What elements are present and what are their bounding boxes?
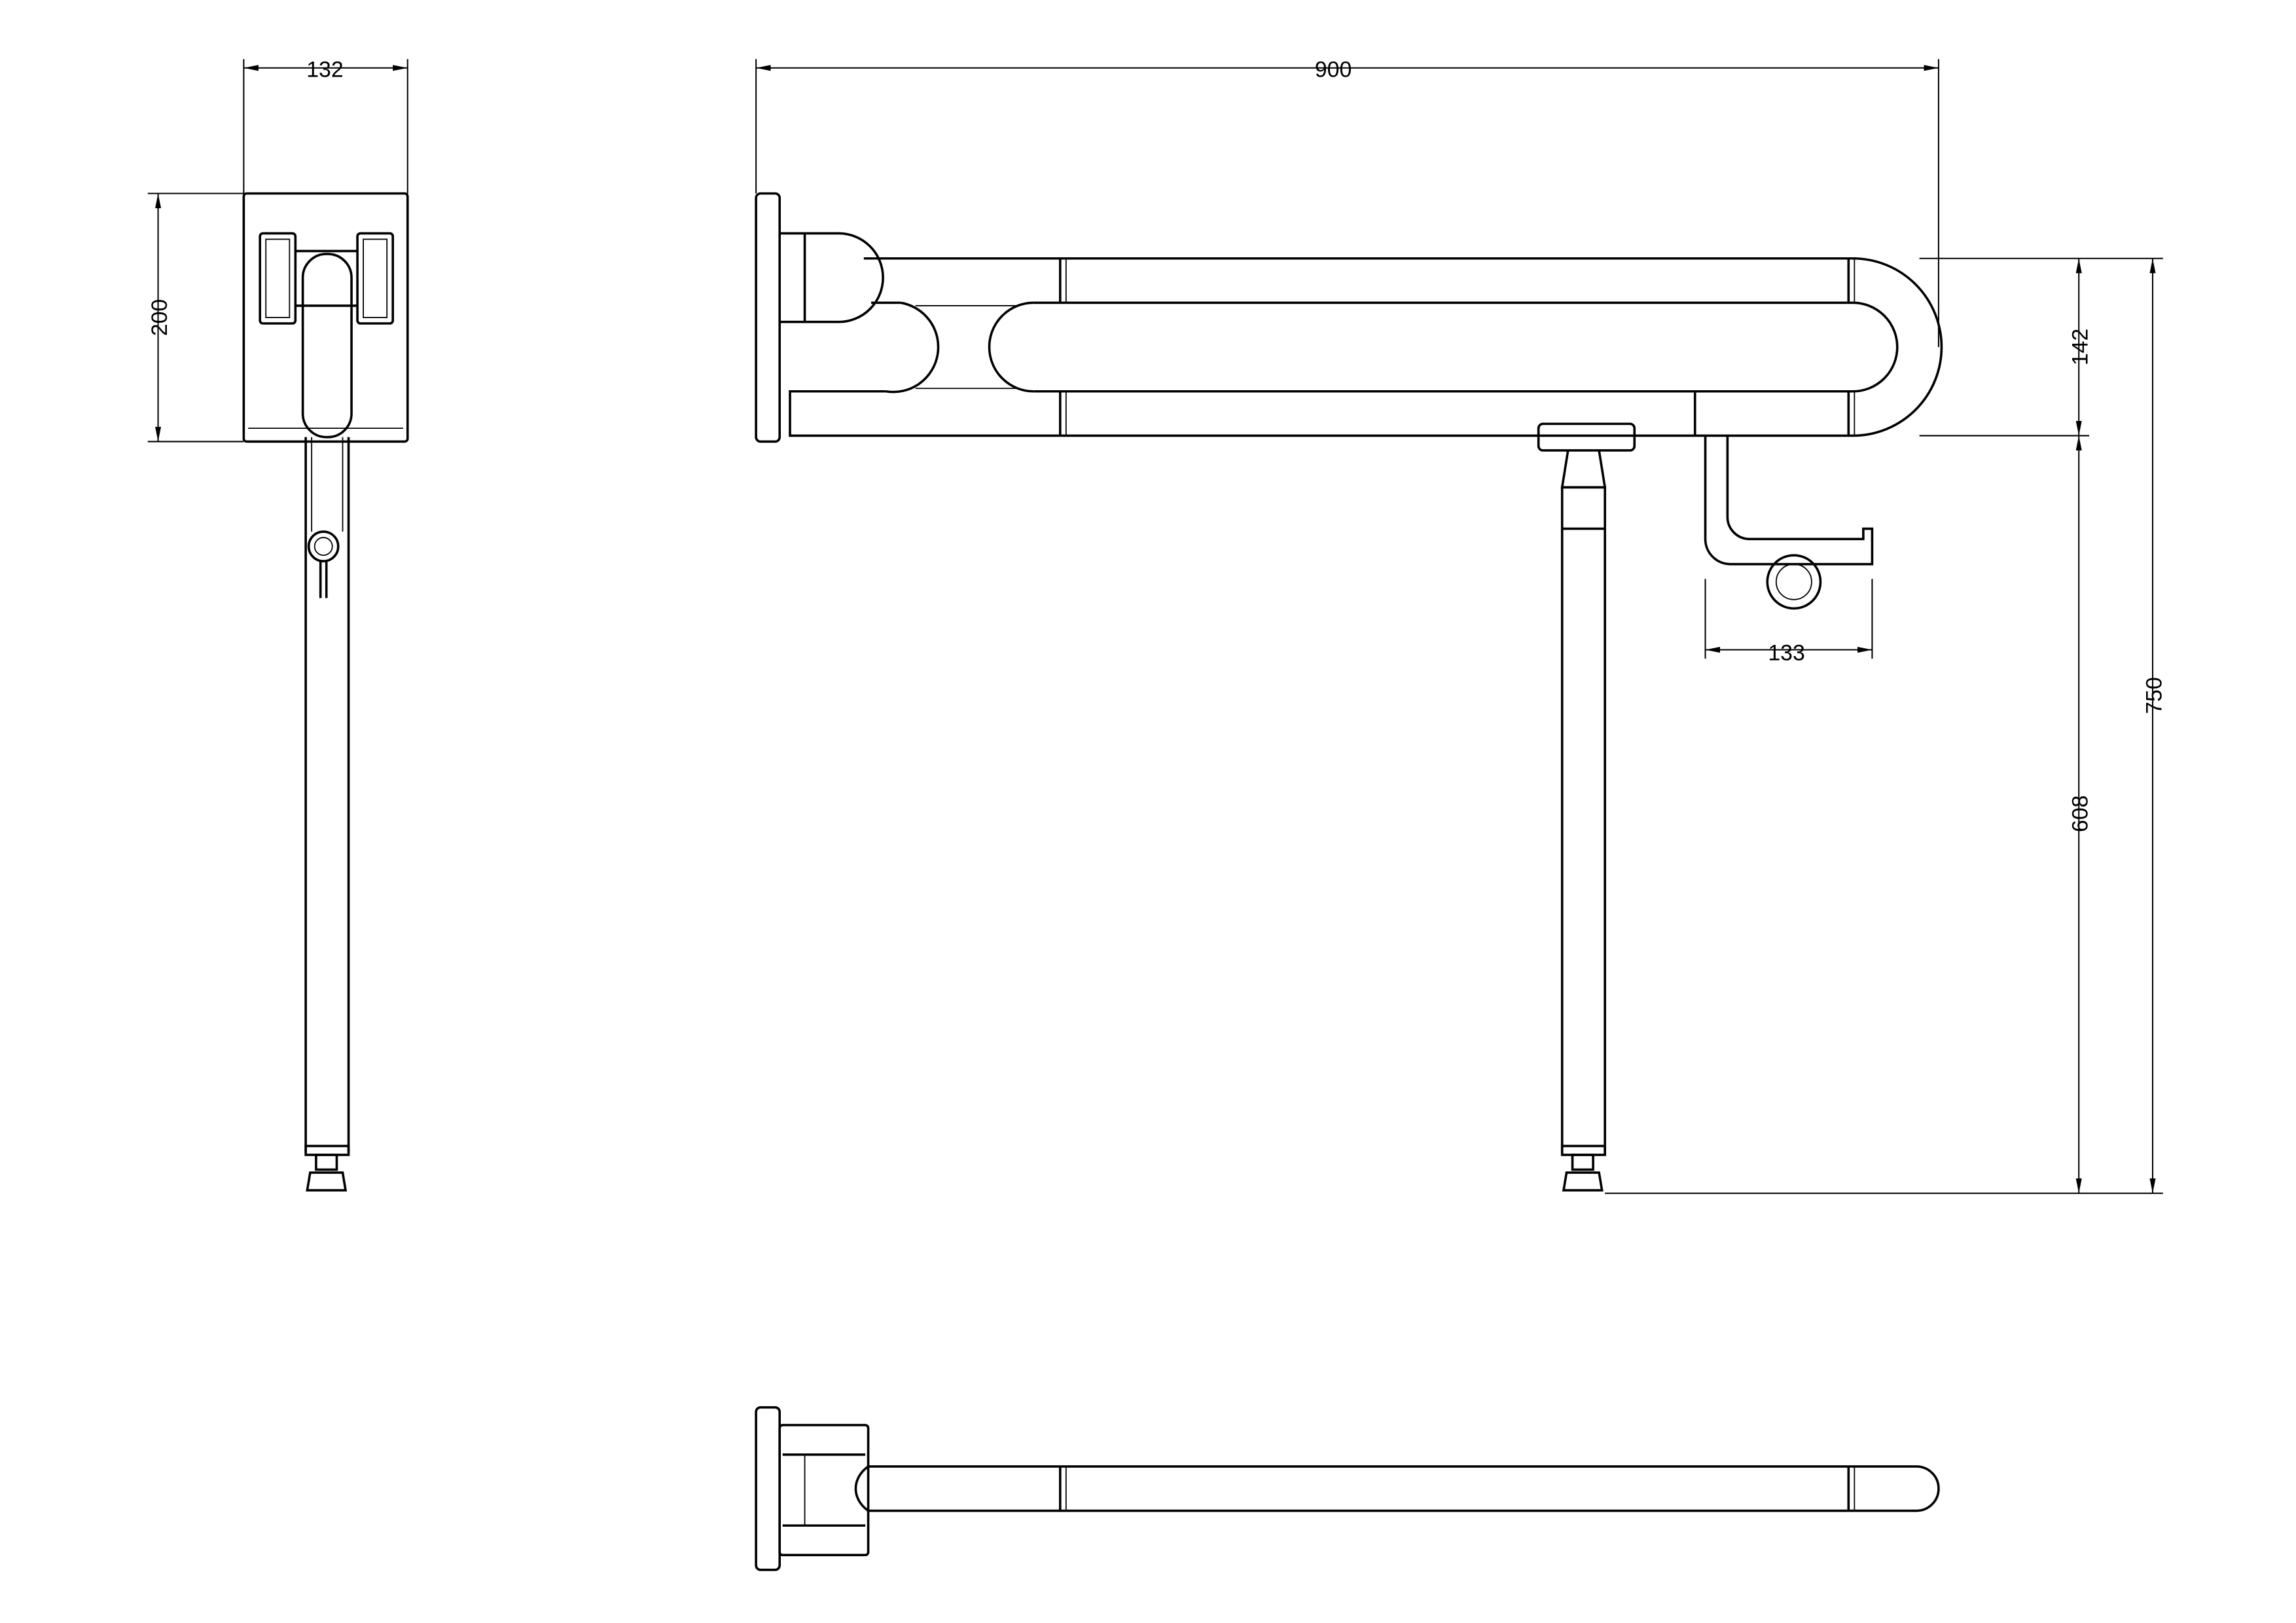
dim-label-750: 750 (2142, 677, 2167, 714)
dim-label-132: 132 (306, 57, 343, 82)
dim-label-608: 608 (2068, 795, 2093, 832)
dim-label-142: 142 (2068, 329, 2093, 365)
dimension-vertical: 142 608 750 (1605, 257, 2167, 1194)
support-leg (1537, 422, 1636, 1192)
side-view (242, 192, 409, 1192)
dimension-holder-width: 133 (1704, 579, 1873, 665)
top-view (755, 1406, 1940, 1571)
dim-label-200: 200 (147, 299, 172, 336)
dimension-total-length: 900 (755, 57, 1939, 348)
dimension-side-height: 200 (147, 192, 244, 443)
dimension-side-width: 132 (243, 57, 408, 194)
toilet-roll-holder (1704, 435, 1874, 610)
dim-label-900: 900 (1315, 57, 1352, 82)
dim-label-133: 133 (1768, 640, 1804, 665)
front-view (755, 192, 1943, 443)
